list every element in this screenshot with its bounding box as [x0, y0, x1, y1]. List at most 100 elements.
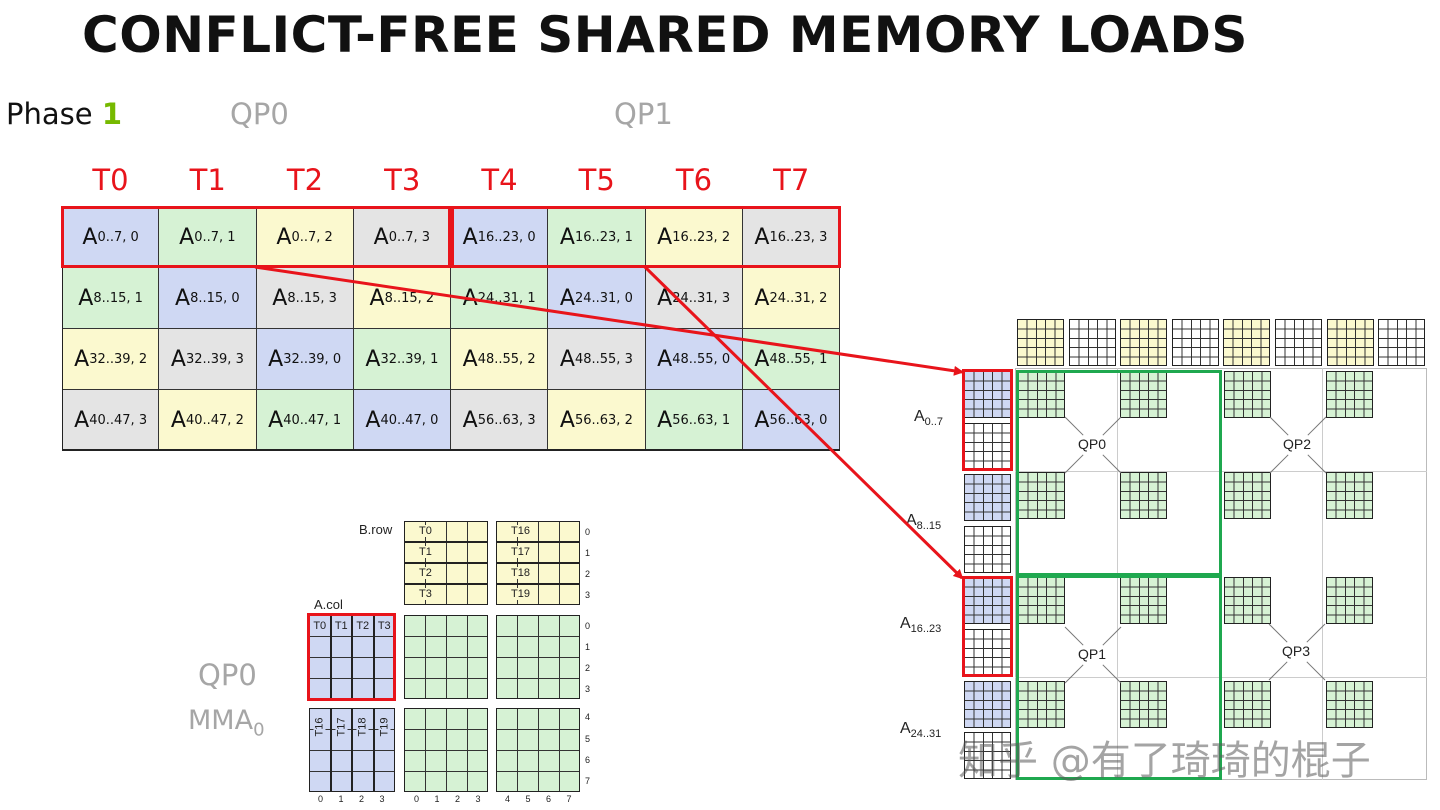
- acol-top-col: T1: [330, 615, 352, 699]
- brow-right-row: T17: [496, 542, 580, 563]
- cell-base: A: [175, 285, 191, 311]
- b-tile: [1017, 319, 1064, 366]
- brow-left-row: T1: [404, 542, 488, 563]
- phase-number: 1: [101, 97, 122, 131]
- c-tile: [1120, 472, 1167, 519]
- cell-sub: 16..23, 0: [477, 229, 536, 245]
- cell-sub: 16..23, 3: [769, 229, 828, 245]
- acol-top-col-label: T1: [334, 620, 348, 632]
- cell-base: A: [754, 407, 770, 433]
- row-index: 1: [585, 642, 591, 652]
- qp-connector: [1307, 416, 1327, 436]
- a-tile-highlight: [962, 576, 1013, 677]
- cell-base: A: [170, 346, 186, 372]
- quad-pair-label: QP2: [1283, 436, 1312, 452]
- qp-connector: [1269, 416, 1289, 436]
- brow-left-row: T3: [404, 584, 488, 605]
- c-tile: [1224, 371, 1271, 418]
- c-tile: [1224, 577, 1271, 624]
- cell-sub: 16..23, 2: [672, 229, 731, 245]
- cell-sub: 8..15, 3: [287, 290, 337, 306]
- cell-sub: 56..63, 2: [574, 412, 633, 428]
- row-index: 6: [585, 755, 591, 765]
- cell-sub: 48..55, 1: [769, 351, 828, 367]
- a-row-label-base: A: [900, 720, 911, 737]
- cell-sub: 32..39, 2: [89, 351, 148, 367]
- cell-sub: 32..39, 0: [283, 351, 342, 367]
- a-row-label-base: A: [914, 408, 925, 425]
- a-row-label: A8..15: [906, 512, 941, 532]
- cell-base: A: [268, 346, 284, 372]
- qp-connector: [1064, 626, 1084, 646]
- a-tile: [964, 680, 1011, 728]
- arrow-qp1: [643, 265, 964, 580]
- cell-sub: 48..55, 3: [574, 351, 633, 367]
- thread-label-t3: T3: [384, 163, 421, 197]
- a-row-label-base: A: [906, 512, 917, 529]
- col-index: 6: [546, 794, 552, 804]
- a-tile: [964, 371, 1011, 418]
- phase-text: Phase: [6, 97, 93, 131]
- cell-sub: 32..39, 1: [380, 351, 439, 367]
- a-row-label-sub: 24..31: [910, 728, 942, 741]
- cell-base: A: [365, 407, 381, 433]
- a-row-label-base: A: [900, 615, 911, 632]
- c-tile: [1326, 681, 1373, 728]
- cell-sub: 40..47, 1: [283, 412, 342, 428]
- qp-connector: [1064, 664, 1084, 684]
- col-index: 0: [318, 794, 324, 804]
- qp-connector: [1306, 623, 1326, 643]
- acol-top-col: T0: [309, 615, 331, 699]
- cell-base: A: [369, 285, 385, 311]
- row-index: 4: [585, 712, 591, 722]
- row-index: 0: [585, 527, 591, 537]
- a-row-label: A0..7: [914, 408, 943, 428]
- cell-base: A: [754, 346, 770, 372]
- cell-sub: 56..63, 0: [769, 412, 828, 428]
- a-tile: [964, 525, 1011, 573]
- b-tile: [1223, 319, 1271, 366]
- acol-bottom-col: T17: [330, 708, 352, 792]
- cell-base: A: [272, 285, 288, 311]
- acol-label: A.col: [314, 597, 343, 612]
- acol-top-col: T2: [352, 615, 374, 699]
- cell-sub: 8..15, 2: [384, 290, 435, 306]
- qp-connector: [1064, 454, 1084, 474]
- qp-connector: [1306, 661, 1326, 681]
- brow-right-row: T18: [496, 563, 580, 584]
- cell-base: A: [754, 285, 770, 311]
- col-index: 7: [566, 794, 572, 804]
- mma-tile: [404, 615, 488, 699]
- cell-base: A: [276, 224, 292, 250]
- cell-base: A: [179, 224, 195, 250]
- cell-base: A: [559, 407, 575, 433]
- c-tile: [1224, 681, 1271, 728]
- col-index: 4: [505, 794, 511, 804]
- page-title: CONFLICT-FREE SHARED MEMORY LOADS: [82, 6, 1248, 64]
- brow-left-row: T0: [404, 521, 488, 542]
- b-tile: [1275, 319, 1322, 366]
- b-tile: [1120, 319, 1168, 366]
- col-index: 0: [414, 794, 420, 804]
- mma-tile: [496, 615, 580, 699]
- c-tile: [1326, 472, 1373, 519]
- c-tile: [1326, 371, 1373, 418]
- cell-sub: 40..47, 2: [185, 412, 244, 428]
- qp-connector: [1102, 454, 1122, 474]
- cell-sub: 32..39, 3: [185, 351, 244, 367]
- qp-connector: [1307, 454, 1327, 474]
- c-tile: [1326, 577, 1373, 624]
- cell-sub: 40..47, 0: [380, 412, 439, 428]
- quad-pair-label: QP3: [1282, 643, 1311, 659]
- a-tile: [964, 732, 1011, 780]
- qp-green-box: [1016, 370, 1222, 576]
- c-tile: [1018, 577, 1065, 624]
